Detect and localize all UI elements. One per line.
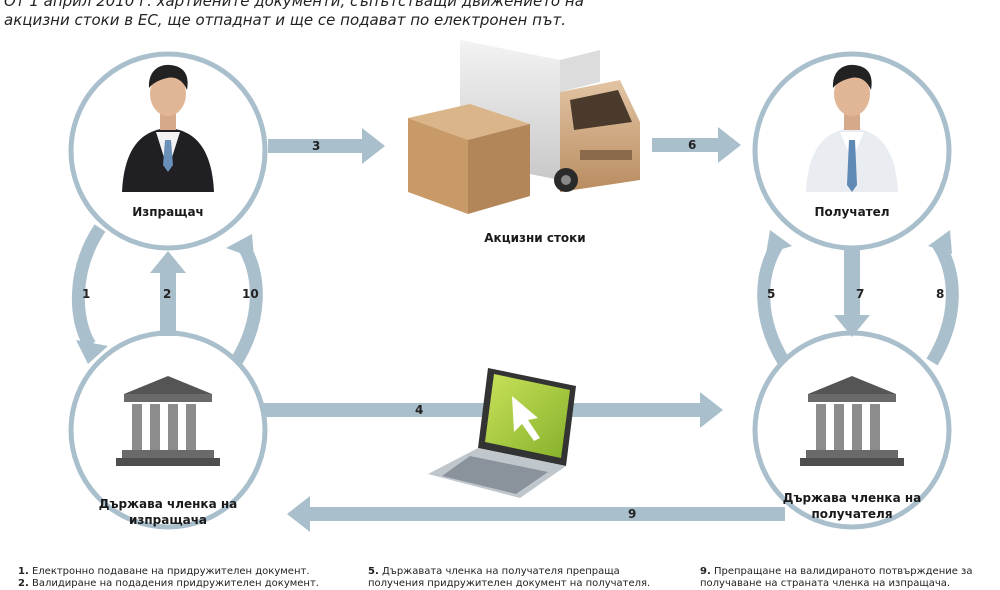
arrow-1: [71, 224, 106, 349]
arrow-6: [652, 127, 741, 163]
arrow-5-head: [766, 230, 792, 254]
step-label-10: 10: [242, 287, 259, 301]
step-label-3: 3: [312, 139, 320, 153]
sender-label: Изпращач: [132, 205, 204, 219]
truck-icon: [460, 40, 640, 192]
arrow-1-head: [76, 340, 108, 364]
intro-text: От 1 април 2010 г. хартиените документи,…: [4, 0, 584, 29]
arrow-5: [757, 240, 790, 366]
arrow-10-head: [226, 234, 254, 258]
legend-col-2: 5. Държавата членка на получателя препра…: [368, 566, 668, 590]
recipient-label: Получател: [814, 205, 890, 219]
step-label-4: 4: [415, 403, 423, 417]
step-label-2: 2: [163, 287, 171, 301]
sender-state-label: Държава членка на изпращача: [98, 497, 238, 527]
legend-col-1: 1. Електронно подаване на придружителен …: [18, 566, 338, 590]
arrow-3: [268, 128, 385, 164]
bank-building-icon: [800, 376, 904, 466]
office-worker-icon: [806, 64, 898, 192]
bank-building-icon: [116, 376, 220, 466]
legend-item: 5. Държавата членка на получателя препра…: [368, 566, 651, 589]
recipient-state-label: Държава членка на получателя: [782, 491, 922, 521]
goods-label: Акцизни стоки: [484, 231, 586, 245]
step-label-5: 5: [767, 287, 775, 301]
arrow-8-head: [928, 230, 952, 254]
arrow-7: [834, 250, 870, 337]
arrow-2: [150, 251, 186, 336]
businessman-icon: [122, 64, 214, 192]
step-label-6: 6: [688, 138, 696, 152]
arrow-8: [926, 240, 959, 366]
laptop-icon: [428, 368, 576, 498]
arrow-10: [230, 240, 263, 366]
legend-item: 1. Електронно подаване на придружителен …: [18, 566, 310, 577]
step-label-1: 1: [82, 287, 90, 301]
cardboard-box-icon: [408, 104, 530, 214]
step-label-9: 9: [628, 507, 636, 521]
step-label-7: 7: [856, 287, 864, 301]
arrow-9: [287, 496, 785, 532]
legend-item: 9. Препращане на валидираното потвържден…: [700, 566, 973, 589]
legend-col-3: 9. Препращане на валидираното потвържден…: [700, 566, 990, 590]
step-label-8: 8: [936, 287, 944, 301]
legend-item: 2. Валидиране на подадения придружителен…: [18, 578, 319, 589]
